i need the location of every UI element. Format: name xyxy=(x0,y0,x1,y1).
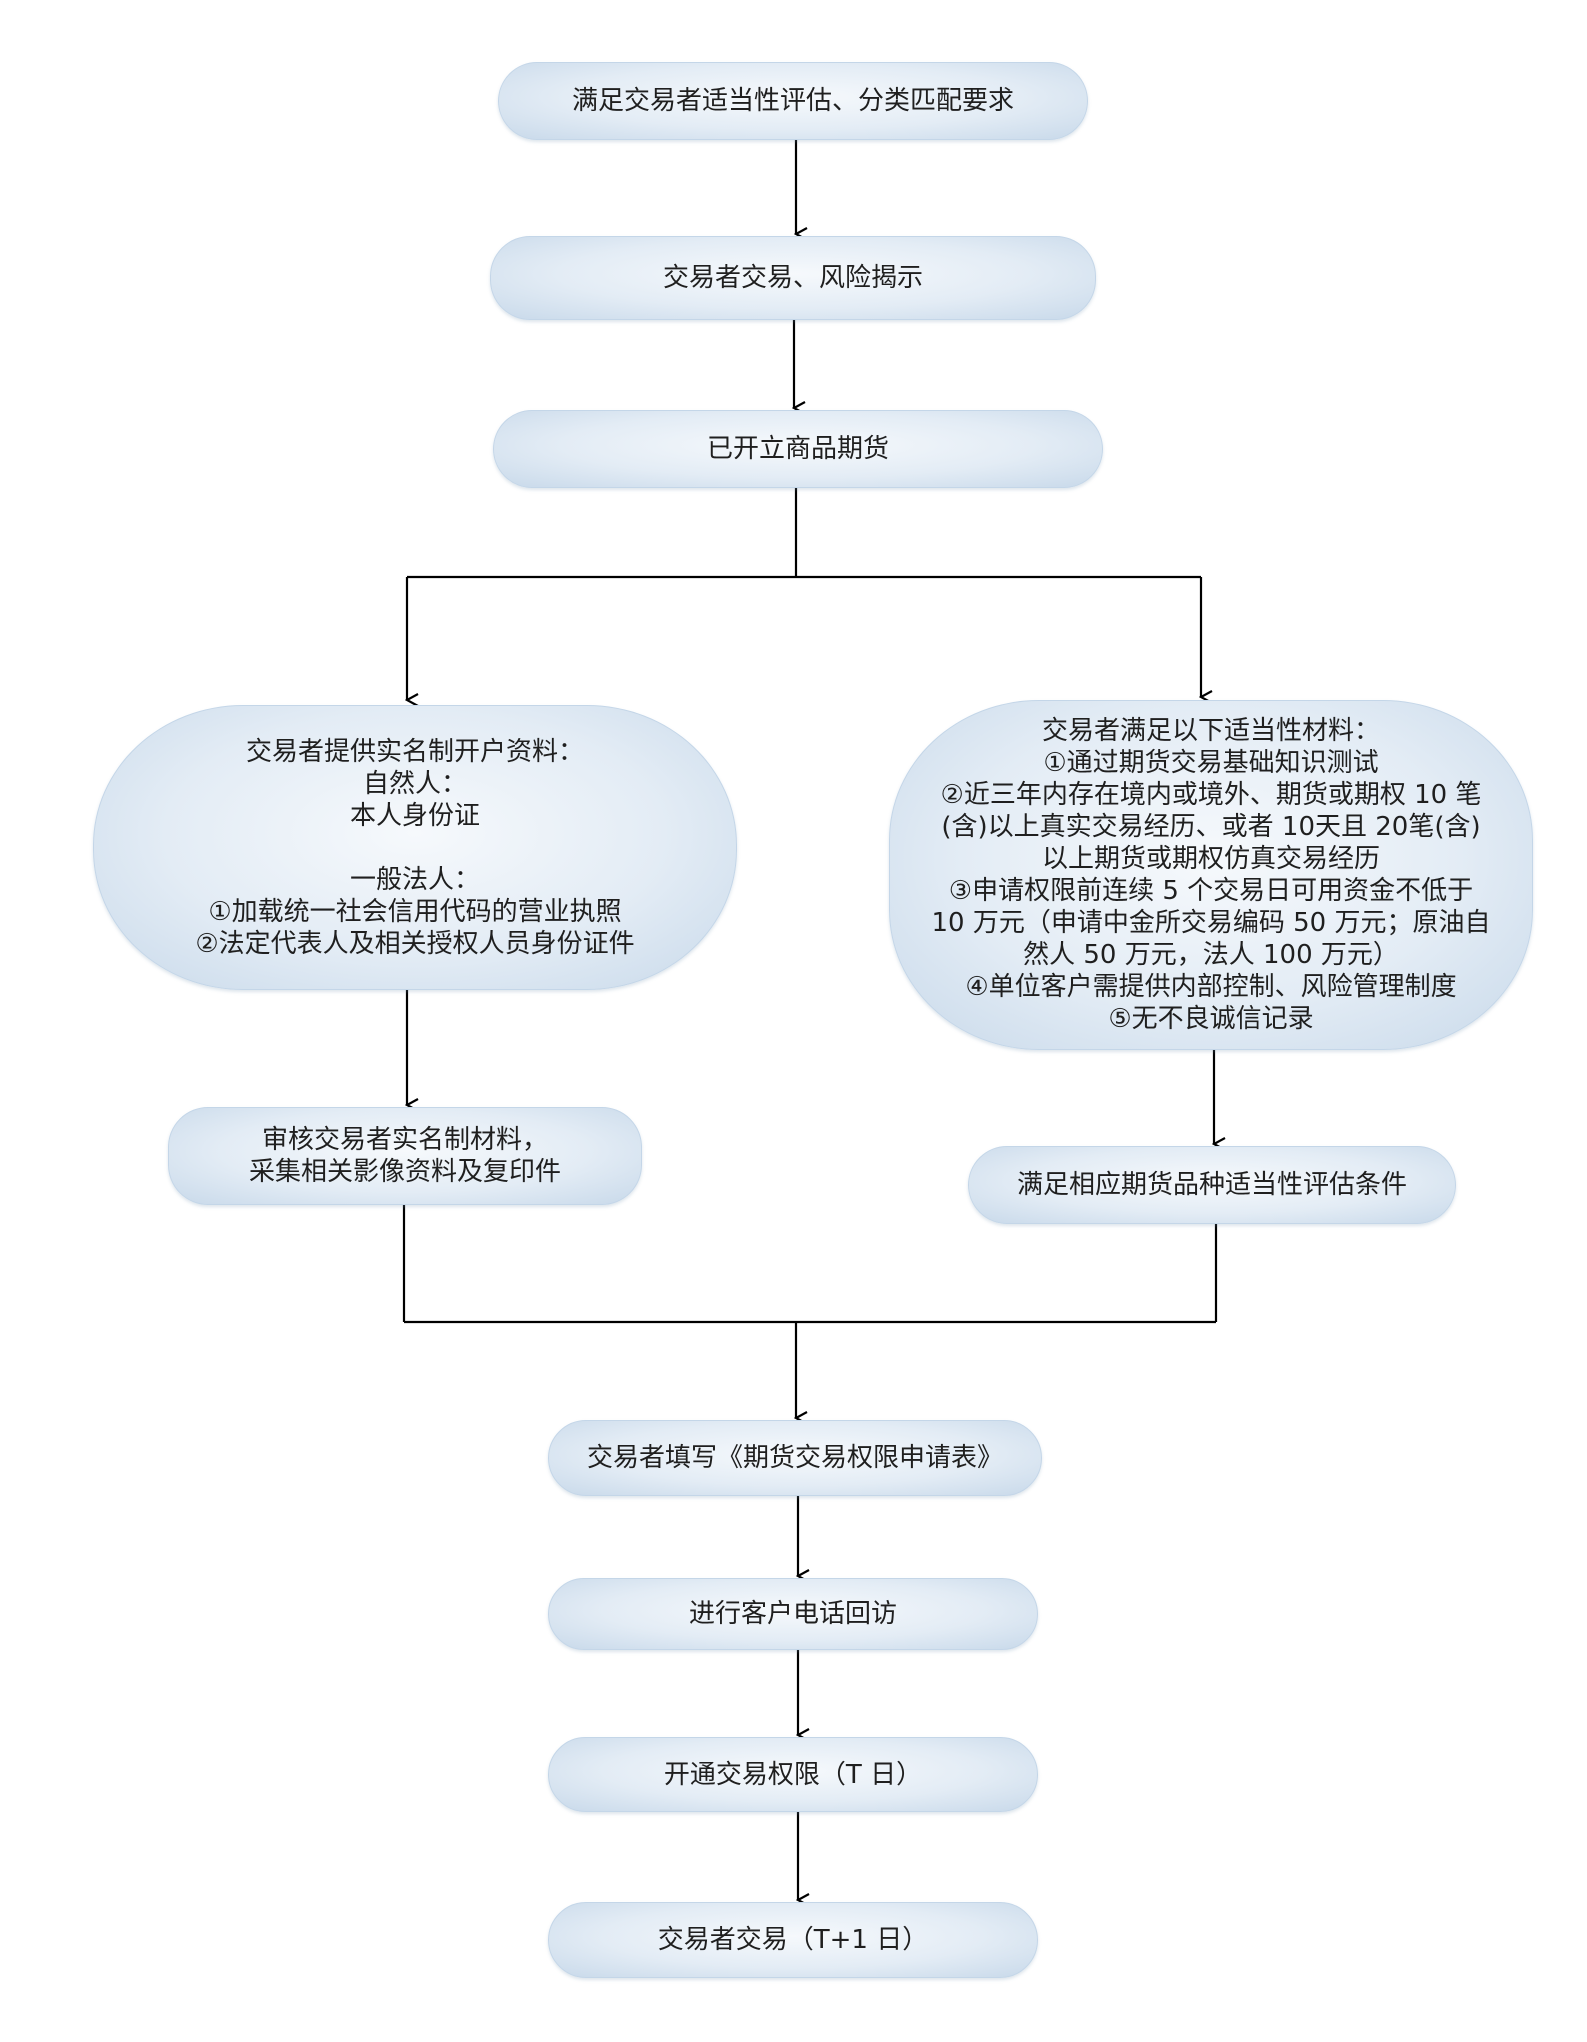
step-variety-suitability-condition: 满足相应期货品种适当性评估条件 xyxy=(968,1146,1456,1224)
suitability-line: ②近三年内存在境内或境外、期货或期权 10 笔 xyxy=(940,780,1482,810)
step-suitability-requirement-text: 满足交易者适当性评估、分类匹配要求 xyxy=(571,86,1014,116)
suitability-line: ④单位客户需提供内部控制、风险管理制度 xyxy=(965,972,1457,1002)
legal-person-item-2: ②法定代表人及相关授权人员身份证件 xyxy=(195,928,635,959)
fill-application-form-text: 交易者填写《期货交易权限申请表》 xyxy=(586,1443,1003,1473)
step-risk-disclosure: 交易者交易、风险揭示 xyxy=(490,236,1096,320)
natural-person-label: 自然人： xyxy=(362,768,467,799)
trader-trading-text: 交易者交易（T+1 日） xyxy=(657,1925,929,1955)
suitability-line: ③申请权限前连续 5 个交易日可用资金不低于 xyxy=(948,876,1474,906)
step-fill-application-form: 交易者填写《期货交易权限申请表》 xyxy=(548,1420,1042,1496)
step-phone-callback: 进行客户电话回访 xyxy=(548,1578,1038,1650)
legal-person-item-1: ①加载统一社会信用代码的营业执照 xyxy=(208,896,622,927)
realname-title: 交易者提供实名制开户资料： xyxy=(245,736,584,767)
step-commodity-futures-opened-text: 已开立商品期货 xyxy=(706,434,889,464)
suitability-line: 以上期货或期权仿真交易经历 xyxy=(1041,844,1380,874)
review-line-2: 采集相关影像资料及复印件 xyxy=(248,1157,561,1187)
step-open-trading-permission: 开通交易权限（T 日） xyxy=(548,1737,1038,1812)
suitability-line: 10 万元（申请中金所交易编码 50 万元；原油自 xyxy=(931,908,1491,938)
legal-person-label: 一般法人： xyxy=(349,864,480,895)
step-suitability-materials: 交易者满足以下适当性材料： ①通过期货交易基础知识测试 ②近三年内存在境内或境外… xyxy=(889,700,1533,1050)
step-commodity-futures-opened: 已开立商品期货 xyxy=(493,410,1103,488)
step-trader-trading: 交易者交易（T+1 日） xyxy=(548,1902,1038,1978)
natural-person-item: 本人身份证 xyxy=(349,800,480,831)
step-review-realname: 审核交易者实名制材料， 采集相关影像资料及复印件 xyxy=(168,1107,642,1205)
suitability-title: 交易者满足以下适当性材料： xyxy=(1041,716,1380,746)
review-line-1: 审核交易者实名制材料， xyxy=(261,1125,548,1155)
phone-callback-text: 进行客户电话回访 xyxy=(688,1599,897,1629)
suitability-line: ①通过期货交易基础知识测试 xyxy=(1043,748,1379,778)
step-suitability-requirement: 满足交易者适当性评估、分类匹配要求 xyxy=(498,62,1088,140)
suitability-line: 然人 50 万元，法人 100 万元） xyxy=(1023,940,1399,970)
step-risk-disclosure-text: 交易者交易、风险揭示 xyxy=(662,263,923,293)
suitability-line: (含)以上真实交易经历、或者 10天且 20笔(含) xyxy=(941,812,1481,842)
variety-suitability-condition-text: 满足相应期货品种适当性评估条件 xyxy=(1016,1170,1407,1200)
open-trading-permission-text: 开通交易权限（T 日） xyxy=(663,1759,923,1790)
suitability-line: ⑤无不良诚信记录 xyxy=(1108,1004,1314,1034)
step-realname-materials: 交易者提供实名制开户资料： 自然人： 本人身份证 一般法人： ①加载统一社会信用… xyxy=(93,705,737,990)
